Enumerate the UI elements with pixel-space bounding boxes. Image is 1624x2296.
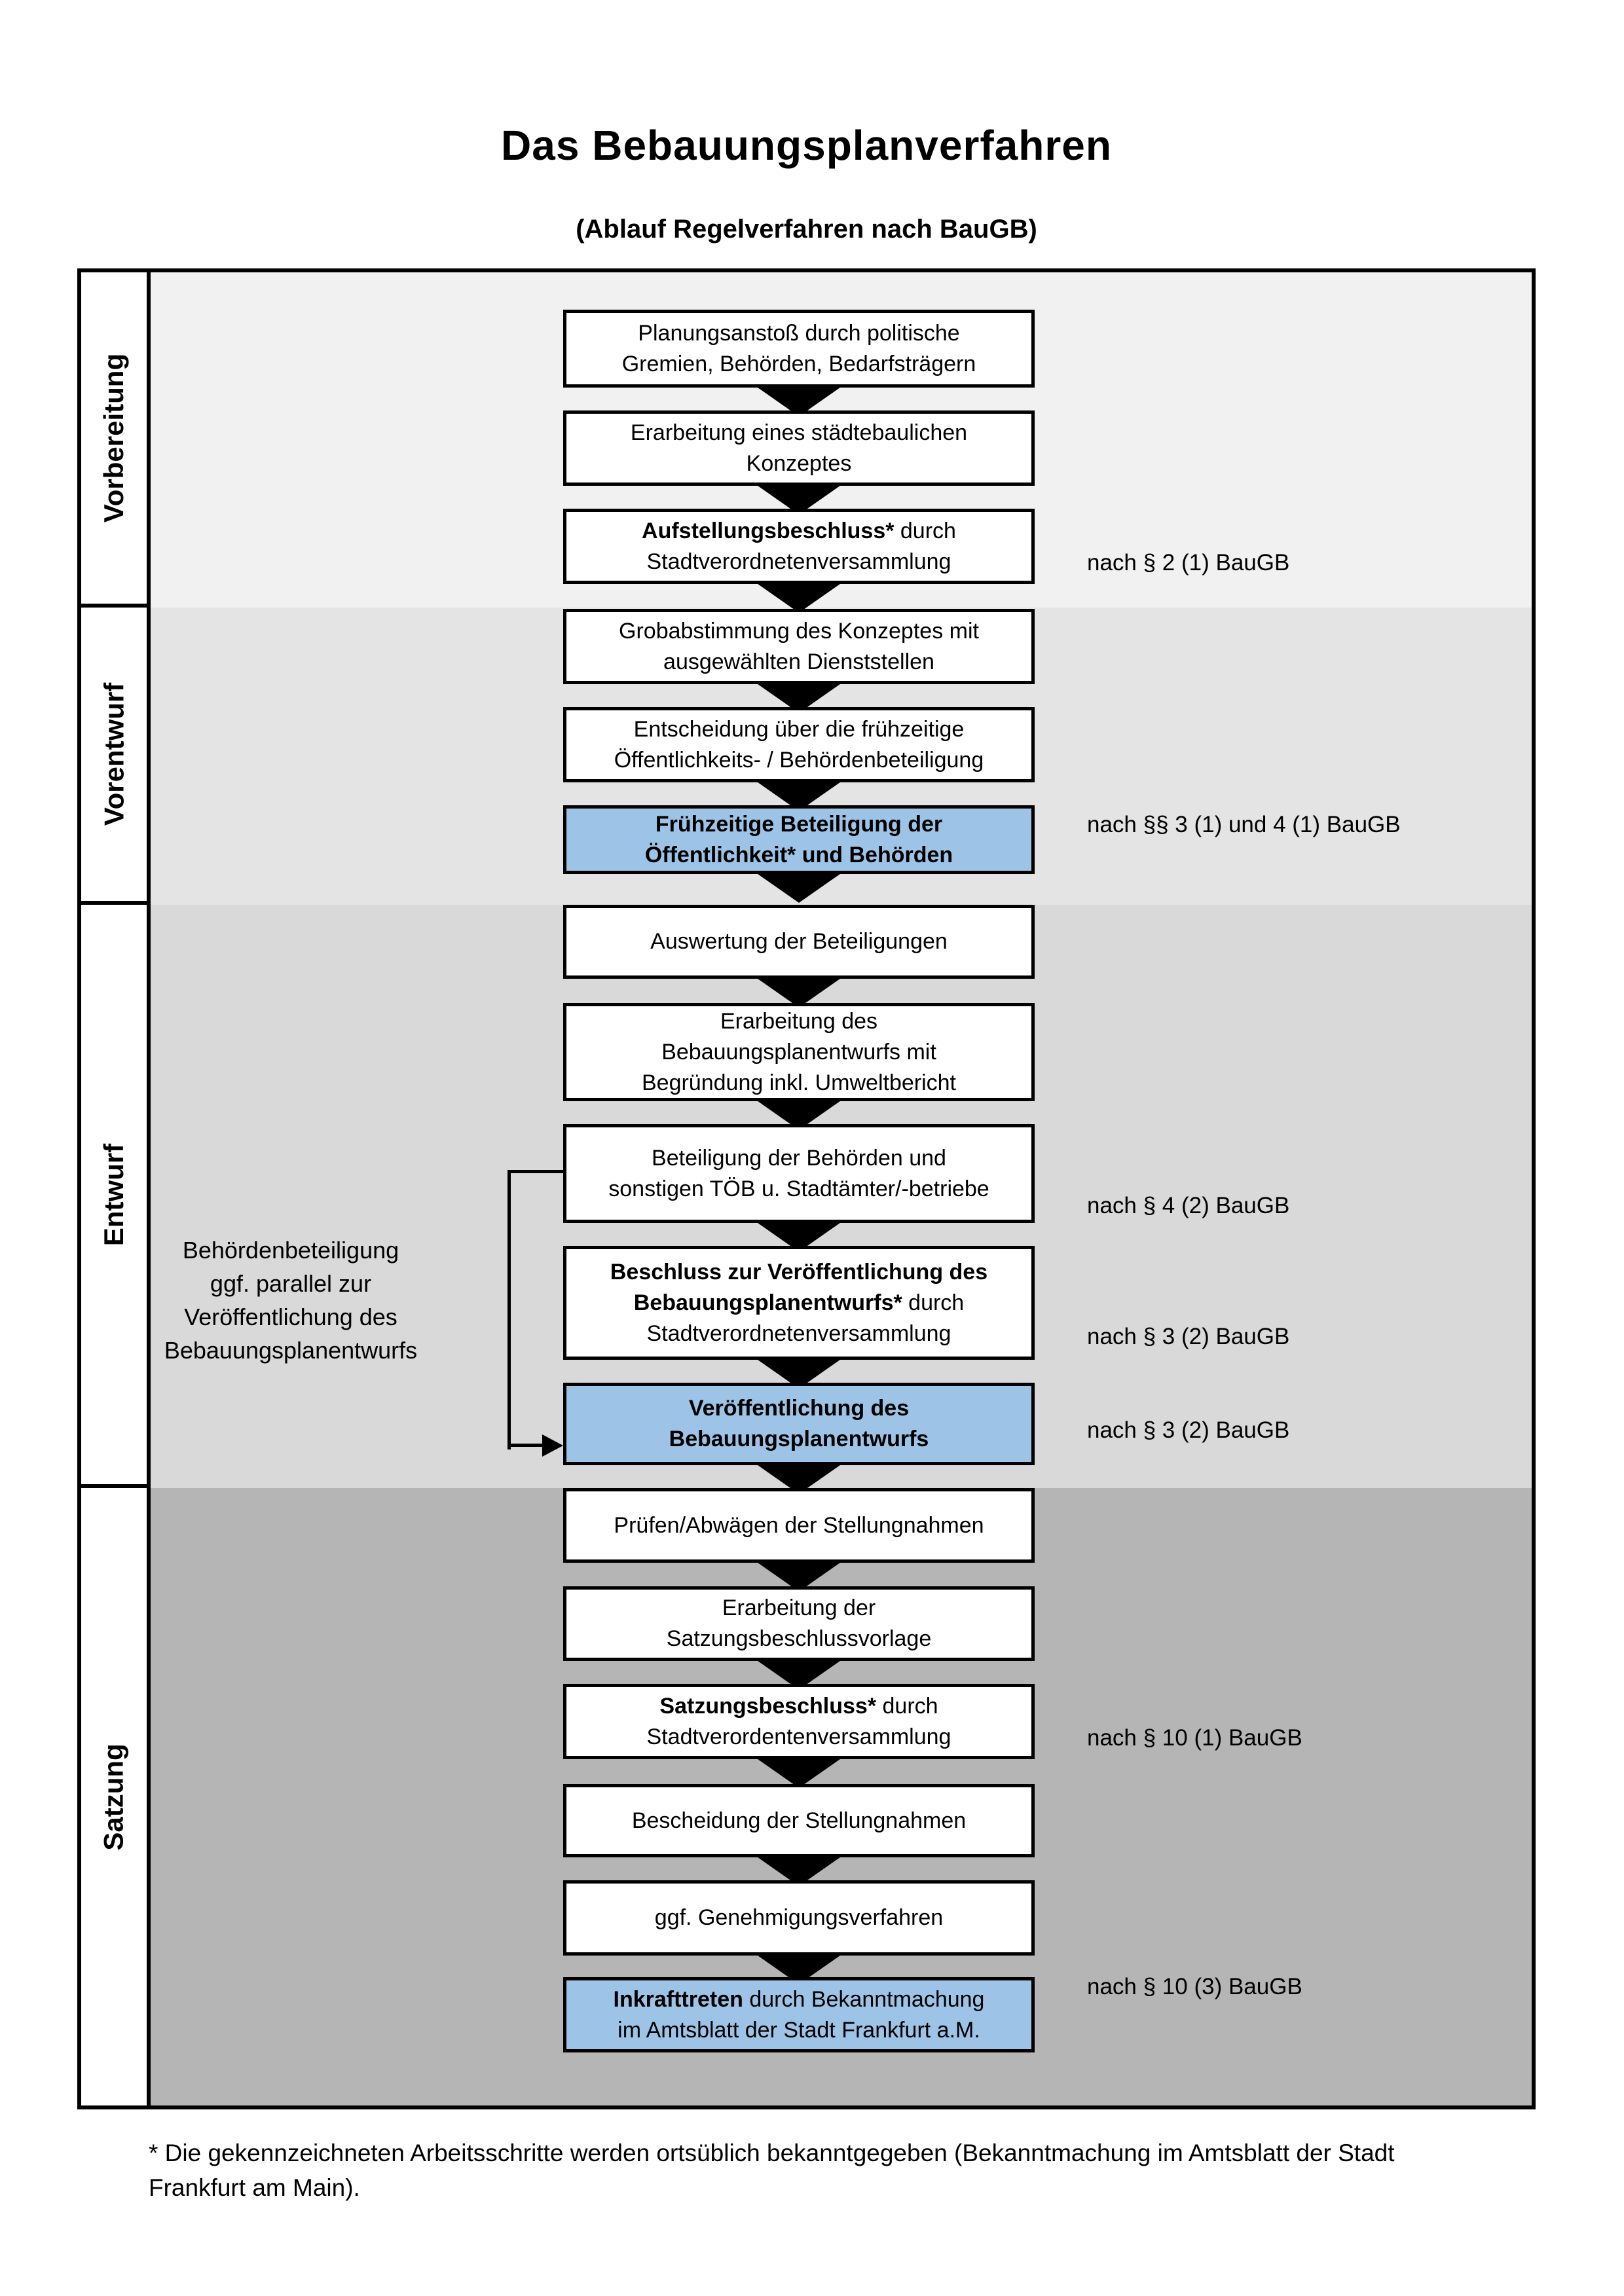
footnote: * Die gekennzeichneten Arbeitsschritte w… [149,2140,1395,2201]
legal-note: nach §§ 3 (1) und 4 (1) BauGB [1087,812,1401,837]
page-subtitle: (Ablauf Regelverfahren nach BauGB) [576,215,1037,244]
legal-note: nach § 10 (3) BauGB [1087,1974,1302,1999]
step-grobabstimmung: Grobabstimmung des Konzeptes mit ausgewä… [563,609,1035,684]
phase-label-vorbereitung: Vorbereitung [81,272,147,608]
step-genehmigungsverfahren: ggf. Genehmigungsverfahren [563,1880,1035,1956]
bracket-connector-line [507,1170,563,1173]
step-behoerdenbeteiligung: Beteiligung der Behörden und sonstigen T… [563,1124,1035,1223]
legal-note: nach § 2 (1) BauGB [1087,550,1290,575]
step-satzungsbeschluss: Satzungsbeschluss* durch Stadtverordente… [563,1684,1035,1759]
step-satzungsbeschlussvorlage: Erarbeitung der Satzungsbeschlussvorlage [563,1586,1035,1661]
phase-label-entwurf: Entwurf [81,905,147,1488]
legal-note: nach § 3 (2) BauGB [1087,1324,1290,1349]
step-fruehzeitige-beteiligung: Frühzeitige Beteiligung der Öffentlichke… [563,805,1035,874]
arrow-right-icon [542,1434,563,1457]
phase-label-satzung: Satzung [98,1743,130,1851]
step-bescheidung-stellungnahmen: Bescheidung der Stellungnahmen [563,1784,1035,1857]
step-auswertung-beteiligungen: Auswertung der Beteiligungen [563,905,1035,979]
step-staedtebauliches-konzept: Erarbeitung eines städtebaulichen Konzep… [563,410,1035,486]
step-erarbeitung-bebauungsplanentwurf: Erarbeitung des Bebauungsplanentwurfs mi… [563,1003,1035,1101]
bracket-connector-line [507,1170,511,1449]
diagram-frame: Vorbereitung Vorentwurf Entwurf Satzung … [77,268,1536,2109]
page-title: Das Bebauungsplanverfahren [501,122,1112,169]
step-veroeffentlichung: Veröffentlichung des Bebauungsplanentwur… [563,1383,1035,1465]
side-annotation: Behördenbeteiligung ggf. parallel zur Ve… [164,1237,418,1364]
bracket-connector-line [507,1444,545,1447]
step-beschluss-veroeffentlichung: Beschluss zur Veröffentlichung des Bebau… [563,1246,1035,1360]
step-entscheidung-fruehzeitige-beteiligung: Entscheidung über die frühzeitige Öffent… [563,707,1035,782]
step-aufstellungsbeschluss: Aufstellungsbeschluss* durch Stadtverord… [563,509,1035,584]
legal-note: nach § 3 (2) BauGB [1087,1417,1290,1443]
step-inkrafttreten: Inkrafttreten durch Bekanntmachung im Am… [563,1977,1035,2052]
legal-note: nach § 10 (1) BauGB [1087,1725,1302,1751]
phase-label-vorentwurf: Vorentwurf [81,608,147,905]
legal-note: nach § 4 (2) BauGB [1087,1193,1290,1218]
step-planungsanstoss: Planungsanstoß durch politische Gremien,… [563,310,1035,388]
phase-label-column: Vorbereitung Vorentwurf Entwurf Satzung [81,272,151,2105]
step-pruefen-abwaegen: Prüfen/Abwägen der Stellungnahmen [563,1488,1035,1563]
